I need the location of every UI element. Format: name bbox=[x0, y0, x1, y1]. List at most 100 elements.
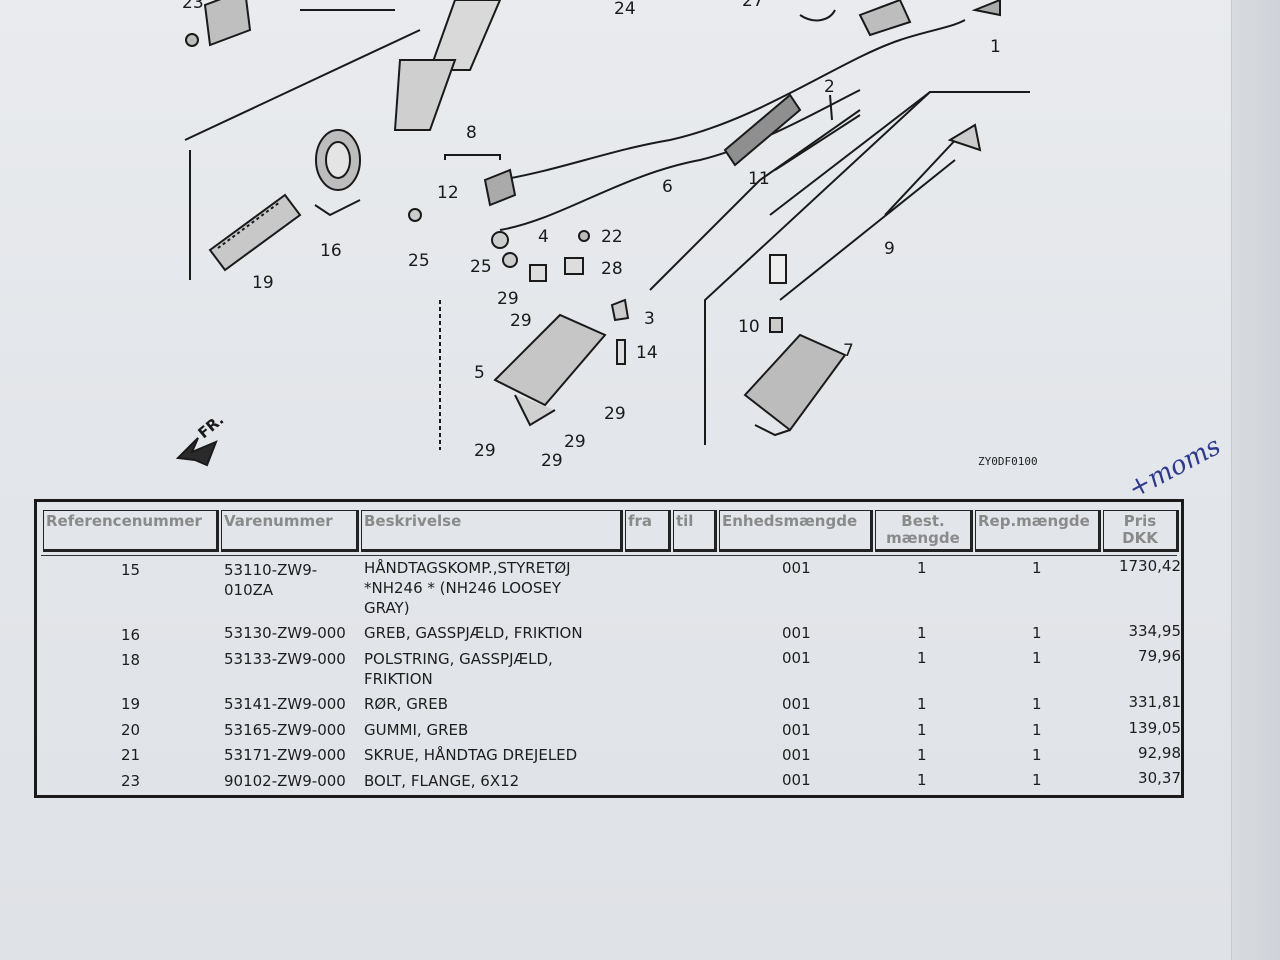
cell-beskrivelse: RØR, GREB bbox=[364, 695, 449, 713]
header-pris-line2: DKK bbox=[1122, 529, 1158, 547]
callout-29a: 29 bbox=[497, 289, 519, 309]
cell-best: 1 bbox=[917, 721, 927, 739]
header-til: til bbox=[673, 510, 717, 552]
cell-best: 1 bbox=[917, 746, 927, 764]
cell-enhed: 001 bbox=[782, 746, 811, 764]
cell-beskrivelse: POLSTRING, GASSPJÆLD, bbox=[364, 650, 553, 668]
header-best-maengde: Best. mængde bbox=[875, 510, 973, 552]
callout-25b: 25 bbox=[470, 257, 492, 277]
header-best-line2: mængde bbox=[886, 529, 960, 547]
cell-ref: 15 bbox=[121, 561, 141, 579]
callout-22: 22 bbox=[601, 227, 623, 247]
callout-29c: 29 bbox=[604, 404, 626, 424]
cell-enhed: 001 bbox=[782, 559, 811, 577]
cell-beskrivelse: GREB, GASSPJÆLD, FRIKTION bbox=[364, 624, 583, 642]
callout-14: 14 bbox=[636, 343, 658, 363]
cell-ref: 19 bbox=[121, 695, 141, 713]
header-rep-maengde: Rep.mængde bbox=[975, 510, 1101, 552]
cell-best: 1 bbox=[917, 559, 927, 577]
cell-enhed: 001 bbox=[782, 771, 811, 789]
cell-rep: 1 bbox=[1032, 559, 1042, 577]
cell-ref: 16 bbox=[121, 626, 141, 644]
cell-beskrivelse: SKRUE, HÅNDTAG DREJELED bbox=[364, 746, 578, 764]
cell-varenummer: 90102-ZW9-000 bbox=[224, 772, 346, 790]
callout-9: 9 bbox=[884, 239, 895, 259]
callout-29f: 29 bbox=[541, 451, 563, 471]
callout-25: 25 bbox=[408, 251, 430, 271]
cell-enhed: 001 bbox=[782, 624, 811, 642]
cell-rep: 1 bbox=[1032, 695, 1042, 713]
callout-10: 10 bbox=[738, 317, 760, 337]
cell-ref: 20 bbox=[121, 721, 141, 739]
cell-rep: 1 bbox=[1032, 624, 1042, 642]
cell-best: 1 bbox=[917, 624, 927, 642]
cell-beskrivelse: HÅNDTAGSKOMP.,STYRETØJ bbox=[364, 559, 571, 577]
cell-beskrivelse: BOLT, FLANGE, 6X12 bbox=[364, 772, 520, 790]
cell-varenummer: 53130-ZW9-000 bbox=[224, 624, 346, 642]
header-enhedsmaengde: Enhedsmængde bbox=[719, 510, 873, 552]
callout-6: 6 bbox=[662, 177, 673, 197]
cell-varenummer-cont: 010ZA bbox=[224, 581, 274, 599]
callout-28: 28 bbox=[601, 259, 623, 279]
cell-pris: 139,05 bbox=[1128, 719, 1182, 737]
cell-best: 1 bbox=[917, 649, 927, 667]
parts-table: Referencenummer Varenummer Beskrivelse f… bbox=[34, 499, 1184, 798]
cell-beskrivelse-cont: *NH246 * (NH246 LOOSEY bbox=[364, 579, 562, 597]
header-best-line1: Best. bbox=[901, 512, 945, 530]
cell-beskrivelse-cont: FRIKTION bbox=[364, 670, 433, 688]
cell-enhed: 001 bbox=[782, 695, 811, 713]
cell-varenummer: 53133-ZW9-000 bbox=[224, 650, 346, 668]
header-divider bbox=[41, 555, 1177, 556]
callout-29e: 29 bbox=[474, 441, 496, 461]
callout-16: 16 bbox=[320, 241, 342, 261]
cell-enhed: 001 bbox=[782, 721, 811, 739]
callout-8: 8 bbox=[466, 123, 477, 143]
svg-text:+moms: +moms bbox=[1123, 431, 1225, 498]
callout-29d: 29 bbox=[564, 432, 586, 452]
callout-2: 2 bbox=[824, 77, 835, 97]
direction-label: FR. bbox=[194, 411, 227, 443]
cell-ref: 23 bbox=[121, 772, 141, 790]
callout-11: 11 bbox=[748, 169, 770, 189]
cell-pris: 30,37 bbox=[1138, 769, 1181, 787]
cell-rep: 1 bbox=[1032, 746, 1042, 764]
header-referencenummer: Referencenummer bbox=[43, 510, 219, 552]
cell-rep: 1 bbox=[1032, 721, 1042, 739]
header-beskrivelse: Beskrivelse bbox=[361, 510, 623, 552]
cell-pris: 334,95 bbox=[1128, 622, 1182, 640]
cell-ref: 18 bbox=[121, 651, 141, 669]
header-pris-line1: Pris bbox=[1123, 512, 1157, 530]
cell-varenummer: 53141-ZW9-000 bbox=[224, 695, 346, 713]
callout-4: 4 bbox=[538, 227, 549, 247]
header-fra: fra bbox=[625, 510, 671, 552]
callout-5: 5 bbox=[474, 363, 485, 383]
cell-beskrivelse-cont2: GRAY) bbox=[364, 599, 410, 617]
cell-rep: 1 bbox=[1032, 649, 1042, 667]
cell-enhed: 001 bbox=[782, 649, 811, 667]
cell-pris: 79,96 bbox=[1138, 647, 1181, 665]
cell-rep: 1 bbox=[1032, 771, 1042, 789]
paper-edge bbox=[1231, 0, 1280, 960]
callout-19: 19 bbox=[252, 273, 274, 293]
callout-23: 23 bbox=[182, 0, 204, 13]
cell-varenummer: 53110-ZW9- bbox=[224, 561, 318, 579]
cell-pris: 331,81 bbox=[1128, 693, 1182, 711]
exploded-parts-diagram: 23 24 27 1 2 8 12 6 11 16 19 25 4 22 25 … bbox=[175, 0, 1038, 471]
cell-varenummer: 53171-ZW9-000 bbox=[224, 746, 346, 764]
callout-3: 3 bbox=[644, 309, 655, 329]
cell-best: 1 bbox=[917, 771, 927, 789]
callout-1: 1 bbox=[990, 37, 1001, 57]
cell-beskrivelse: GUMMI, GREB bbox=[364, 721, 469, 739]
cell-ref: 21 bbox=[121, 746, 141, 764]
drawing-code: ZY0DF0100 bbox=[978, 455, 1038, 468]
callout-24: 24 bbox=[614, 0, 636, 19]
callout-7: 7 bbox=[843, 341, 854, 361]
cell-best: 1 bbox=[917, 695, 927, 713]
cell-varenummer: 53165-ZW9-000 bbox=[224, 721, 346, 739]
cell-pris: 1730,42 bbox=[1118, 557, 1181, 575]
cell-pris: 92,98 bbox=[1138, 744, 1181, 762]
callout-27: 27 bbox=[742, 0, 764, 11]
handwritten-note: +moms bbox=[1123, 431, 1225, 498]
header-varenummer: Varenummer bbox=[221, 510, 359, 552]
callout-12: 12 bbox=[437, 183, 459, 203]
